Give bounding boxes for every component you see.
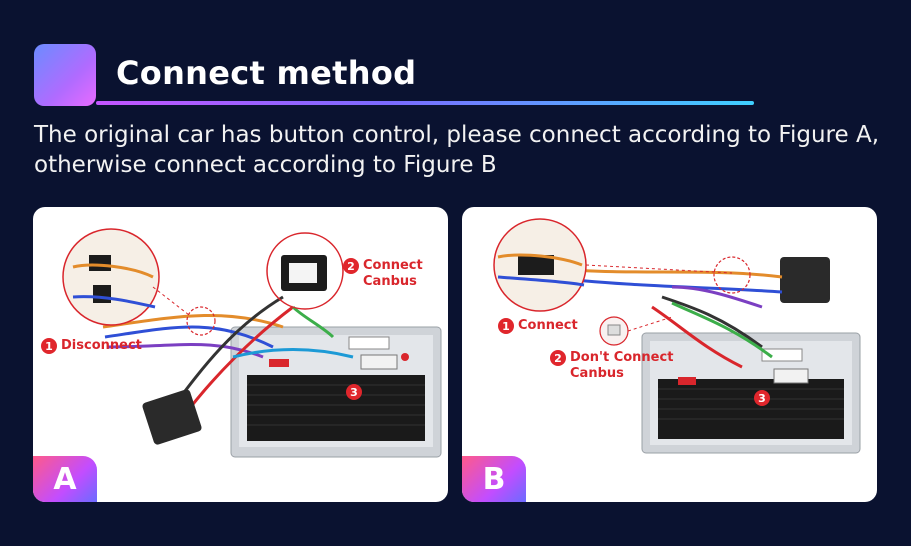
page-title: Connect method (116, 54, 417, 92)
figure-a-card: 1 Disconnect 2 Connect Canbus 3 A (33, 207, 448, 502)
figure-b-illustration (493, 218, 861, 454)
step-text-line-1: Don't Connect (570, 350, 674, 365)
step-text-line-1: Connect (363, 258, 423, 273)
step-number-badge: 1 (41, 338, 57, 354)
step-text-line-2: Canbus (570, 366, 624, 381)
figure-a-step-1-label: 1 Disconnect (41, 338, 142, 354)
page-subtitle: The original car has button control, ple… (34, 122, 880, 178)
title-accent-block (34, 44, 96, 106)
figure-b-step-2-label: 2 Don't Connect Canbus (550, 350, 673, 381)
step-text: Disconnect (61, 338, 142, 353)
step-text: Connect (518, 318, 578, 333)
step-number-badge: 2 (343, 258, 359, 274)
figure-a-step-3-label: 3 (346, 384, 362, 400)
step-number-badge: 3 (754, 390, 770, 406)
step-number-badge: 1 (498, 318, 514, 334)
figure-b-step-3-label: 3 (754, 390, 770, 406)
step-number-badge: 2 (550, 350, 566, 366)
step-number-badge: 3 (346, 384, 362, 400)
figure-b-badge: B (462, 456, 526, 502)
step-text-line-2: Canbus (363, 274, 417, 289)
figure-a-illustration (62, 228, 442, 458)
title-underline (96, 101, 754, 105)
figure-a-badge: A (33, 456, 97, 502)
figure-a-step-2-label: 2 Connect Canbus (343, 258, 423, 289)
figure-b-card: 1 Connect 2 Don't Connect Canbus 3 B (462, 207, 877, 502)
figure-b-step-1-label: 1 Connect (498, 318, 578, 334)
